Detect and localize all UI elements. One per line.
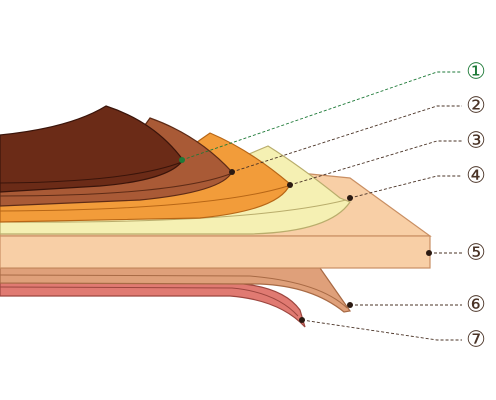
layer-1-edge-line bbox=[0, 161, 183, 184]
layer-6-edge-line bbox=[0, 274, 348, 309]
leader-line-7 bbox=[301, 319, 462, 341]
callout-label-7: ⑦ bbox=[466, 328, 486, 353]
anchor-dot-3 bbox=[287, 182, 293, 188]
anchor-dot-6 bbox=[347, 302, 353, 308]
callout-label-6: ⑥ bbox=[466, 293, 486, 318]
layer-6-tan bbox=[0, 267, 352, 313]
leader-line-2 bbox=[231, 105, 462, 173]
layer-7-edge-line bbox=[0, 286, 299, 317]
anchor-dot-5 bbox=[426, 250, 432, 256]
anchor-dot-4 bbox=[347, 195, 353, 201]
leader-line-1 bbox=[181, 71, 462, 161]
layer-3-edge-line bbox=[0, 185, 289, 212]
callout-label-3: ③ bbox=[466, 129, 486, 154]
layer-5-front-face bbox=[0, 235, 431, 269]
anchor-dot-2 bbox=[229, 169, 235, 175]
layer-7-red bbox=[0, 281, 306, 328]
callout-label-4: ④ bbox=[466, 164, 486, 189]
leader-line-4 bbox=[349, 175, 462, 199]
layer-1-dark-brown bbox=[0, 105, 184, 193]
leader-lines bbox=[181, 71, 462, 341]
layer-2-edge-line bbox=[0, 173, 231, 197]
layer-4-edge-line bbox=[0, 199, 347, 223]
anchor-dots bbox=[179, 157, 432, 323]
callout-label-5: ⑤ bbox=[466, 241, 486, 266]
callout-labels: ① ② ③ ④ ⑤ ⑥ ⑦ bbox=[466, 60, 486, 353]
callout-label-2: ② bbox=[466, 94, 486, 119]
anchor-dot-7 bbox=[299, 317, 305, 323]
anchor-dot-1 bbox=[179, 157, 185, 163]
leader-line-3 bbox=[289, 140, 462, 186]
callout-label-1: ① bbox=[466, 60, 486, 85]
